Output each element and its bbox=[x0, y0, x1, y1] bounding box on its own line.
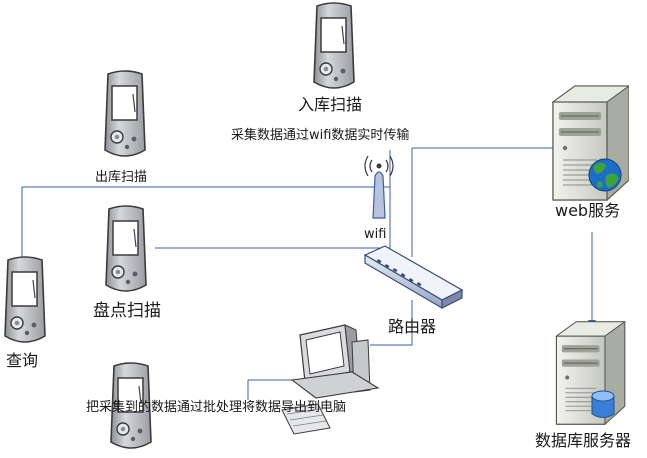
wifi-antenna-icon bbox=[364, 155, 394, 219]
desktop-pc-icon bbox=[281, 324, 380, 435]
label-router: 路由器 bbox=[388, 317, 436, 336]
label-inventory-scan: 盘点扫描 bbox=[93, 301, 161, 321]
pda-inventory-device bbox=[105, 205, 147, 292]
pda-inbound-device bbox=[313, 2, 355, 89]
label-inbound-scan: 入库扫描 bbox=[298, 95, 362, 114]
label-wifi: wifi bbox=[364, 227, 386, 242]
globe-icon bbox=[588, 158, 622, 192]
database-cylinder-icon bbox=[591, 390, 615, 418]
note-wifi-transfer: 采集数据通过wifi数据实时传输 bbox=[231, 127, 409, 143]
pda-query-device bbox=[4, 256, 46, 343]
label-query: 查询 bbox=[6, 351, 38, 370]
label-outbound-scan: 出库扫描 bbox=[95, 169, 147, 185]
pda-outbound-device bbox=[104, 70, 146, 157]
label-db-server: 数据库服务器 bbox=[535, 431, 631, 450]
connector-inventory-to-wifi bbox=[155, 187, 391, 249]
connector-router-to-pc bbox=[370, 300, 413, 346]
connector-query-to-wifi bbox=[21, 150, 391, 260]
router-icon bbox=[363, 245, 464, 310]
connector-router-to-web bbox=[411, 147, 571, 257]
label-web-service: web服务 bbox=[555, 201, 620, 220]
note-batch-export: 把采集到的数据通过批处理将数据导出到电脑 bbox=[86, 399, 346, 415]
